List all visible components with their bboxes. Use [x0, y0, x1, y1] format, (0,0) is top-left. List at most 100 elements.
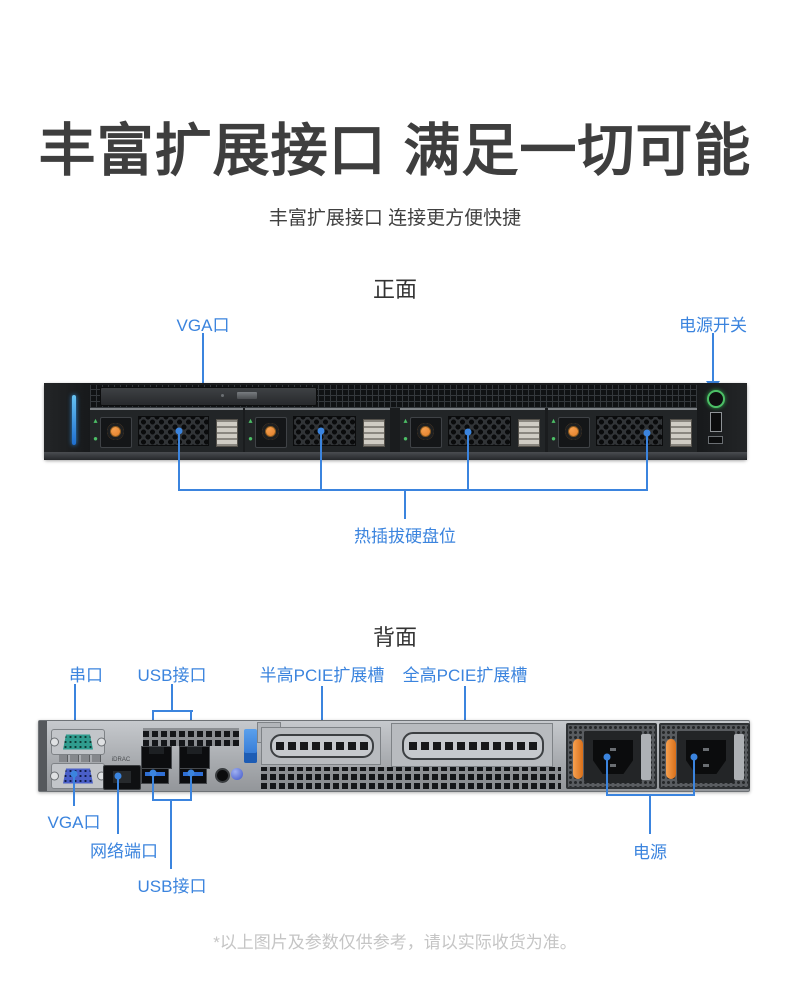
- page-title: 丰富扩展接口 满足一切可能: [38, 119, 752, 183]
- pcie-half-slot: [261, 727, 381, 765]
- back-server-image: iDRAC: [38, 720, 750, 792]
- drive-bay-3: ▴●: [400, 408, 545, 455]
- bracket-line: [646, 433, 648, 489]
- leader-dot-psu-1: [603, 753, 611, 761]
- optical-led: [221, 394, 224, 397]
- drive-bay-latch: [410, 417, 442, 448]
- usb-bottom-label: USB接口: [137, 877, 207, 896]
- serial-port-label: 串口: [69, 666, 103, 685]
- riser-latch: [244, 729, 257, 763]
- vga-port: [50, 763, 106, 789]
- drive-bay-label-sticker: [518, 419, 540, 447]
- bracket-line: [178, 431, 180, 489]
- leader-line-pcie-half: [321, 686, 323, 738]
- back-vga-label: VGA口: [47, 813, 101, 832]
- drive-bay-1: ▴●: [90, 408, 243, 455]
- page-subtitle: 丰富扩展接口 连接更方便快捷: [268, 208, 522, 229]
- screw-icon: [50, 737, 59, 747]
- psu-latch: [734, 734, 744, 780]
- front-micro-port: [708, 436, 723, 444]
- leader-line-pcie-full: [464, 686, 466, 738]
- psu-inlet-plate: [584, 731, 642, 783]
- drive-bay-latch: [558, 417, 590, 448]
- optical-drive: [100, 387, 317, 406]
- psu-1: [566, 723, 657, 789]
- drive-bay-4: ▴●: [548, 408, 697, 455]
- leader-line-power: [606, 759, 608, 794]
- psu-inlet-plate: [677, 731, 735, 783]
- front-server-image: ▴● ▴● ▴● ▴●: [44, 383, 747, 460]
- leader-line-back-vga: [73, 776, 75, 806]
- drive-bay-vents: [138, 416, 209, 446]
- disclaimer-note: *以上图片及参数仅供参考，请以实际收货为准。: [213, 933, 577, 952]
- back-perforation: [261, 767, 561, 789]
- pcie-full-slot: [391, 723, 553, 767]
- power-button-icon: [707, 390, 725, 408]
- leader-line-power-switch: [712, 333, 714, 381]
- leader-line-serial: [74, 684, 76, 734]
- serial-port: [50, 729, 106, 755]
- psu-2: [659, 723, 750, 789]
- leader-line-front-vga: [202, 333, 204, 392]
- system-id-button: [231, 768, 243, 780]
- psu-c14-inlet: [593, 740, 633, 774]
- front-usb-port: [710, 412, 722, 432]
- back-left-edge: [39, 721, 47, 791]
- leader-dot-usb-bottom-1: [149, 769, 157, 777]
- front-right-ear: [697, 383, 747, 460]
- leader-line-usb-bottom: [152, 799, 192, 801]
- bracket-line: [178, 489, 648, 491]
- screw-icon: [97, 737, 106, 747]
- leader-line-power: [649, 796, 651, 834]
- pcie-half-blank: [270, 734, 374, 758]
- pcie-half-label: 半高PCIE扩展槽: [259, 666, 385, 685]
- usb-top-label: USB接口: [137, 666, 207, 685]
- drive-bay-led-icons: ▴●: [93, 416, 98, 443]
- power-label: 电源: [633, 843, 667, 862]
- vga-connector: [63, 768, 93, 784]
- power-switch-label: 电源开关: [679, 316, 747, 335]
- drive-bay-led-icons: ▴●: [403, 416, 408, 443]
- hot-swap-label: 热插拔硬盘位: [354, 527, 456, 546]
- bracket-line: [467, 432, 469, 489]
- psu-handle: [666, 739, 676, 779]
- drive-bay-vents: [448, 416, 511, 446]
- leader-dot-usb-bottom-2: [187, 769, 195, 777]
- drive-bay-release-button: [262, 423, 279, 440]
- pcie-full-blank: [402, 732, 544, 760]
- leader-line-usb-top: [171, 684, 173, 710]
- leader-dot-psu-2: [690, 753, 698, 761]
- drive-bay-release-button: [107, 423, 124, 440]
- network-port-label: 网络端口: [90, 842, 158, 861]
- back-vent-grid: [143, 728, 239, 746]
- leader-line-power: [693, 759, 695, 794]
- lan-port-1: [141, 746, 172, 769]
- drive-bay-release-button: [417, 423, 434, 440]
- diagnostic-slots: [59, 755, 101, 762]
- leader-line-usb-top: [152, 710, 193, 712]
- drive-bay-vents: [293, 416, 356, 446]
- leader-dot-back-vga: [70, 770, 78, 778]
- pcie-full-label: 全高PCIE扩展槽: [402, 666, 528, 685]
- serial-connector: [63, 734, 93, 750]
- leader-line-usb-bottom: [190, 775, 192, 799]
- idrac-text: iDRAC: [111, 757, 131, 763]
- system-jack: [215, 768, 230, 783]
- drive-bay-latch: [100, 417, 132, 448]
- front-vga-label: VGA口: [176, 316, 230, 335]
- drive-bay-latch: [255, 417, 287, 448]
- bracket-line: [320, 431, 322, 489]
- screw-icon: [50, 771, 59, 781]
- front-left-ear: [44, 383, 90, 460]
- front-bottom-rail: [44, 452, 747, 460]
- front-section-title: 正面: [372, 277, 417, 302]
- bracket-line: [404, 491, 406, 519]
- drive-bay-led-icons: ▴●: [248, 416, 253, 443]
- drive-bay-label-sticker: [363, 419, 385, 447]
- leader-line-usb-bottom: [170, 801, 172, 869]
- psu-handle: [573, 739, 583, 779]
- drive-bay-vents: [596, 416, 663, 446]
- idrac-network-port: [103, 765, 141, 790]
- lan-port-2: [179, 746, 210, 769]
